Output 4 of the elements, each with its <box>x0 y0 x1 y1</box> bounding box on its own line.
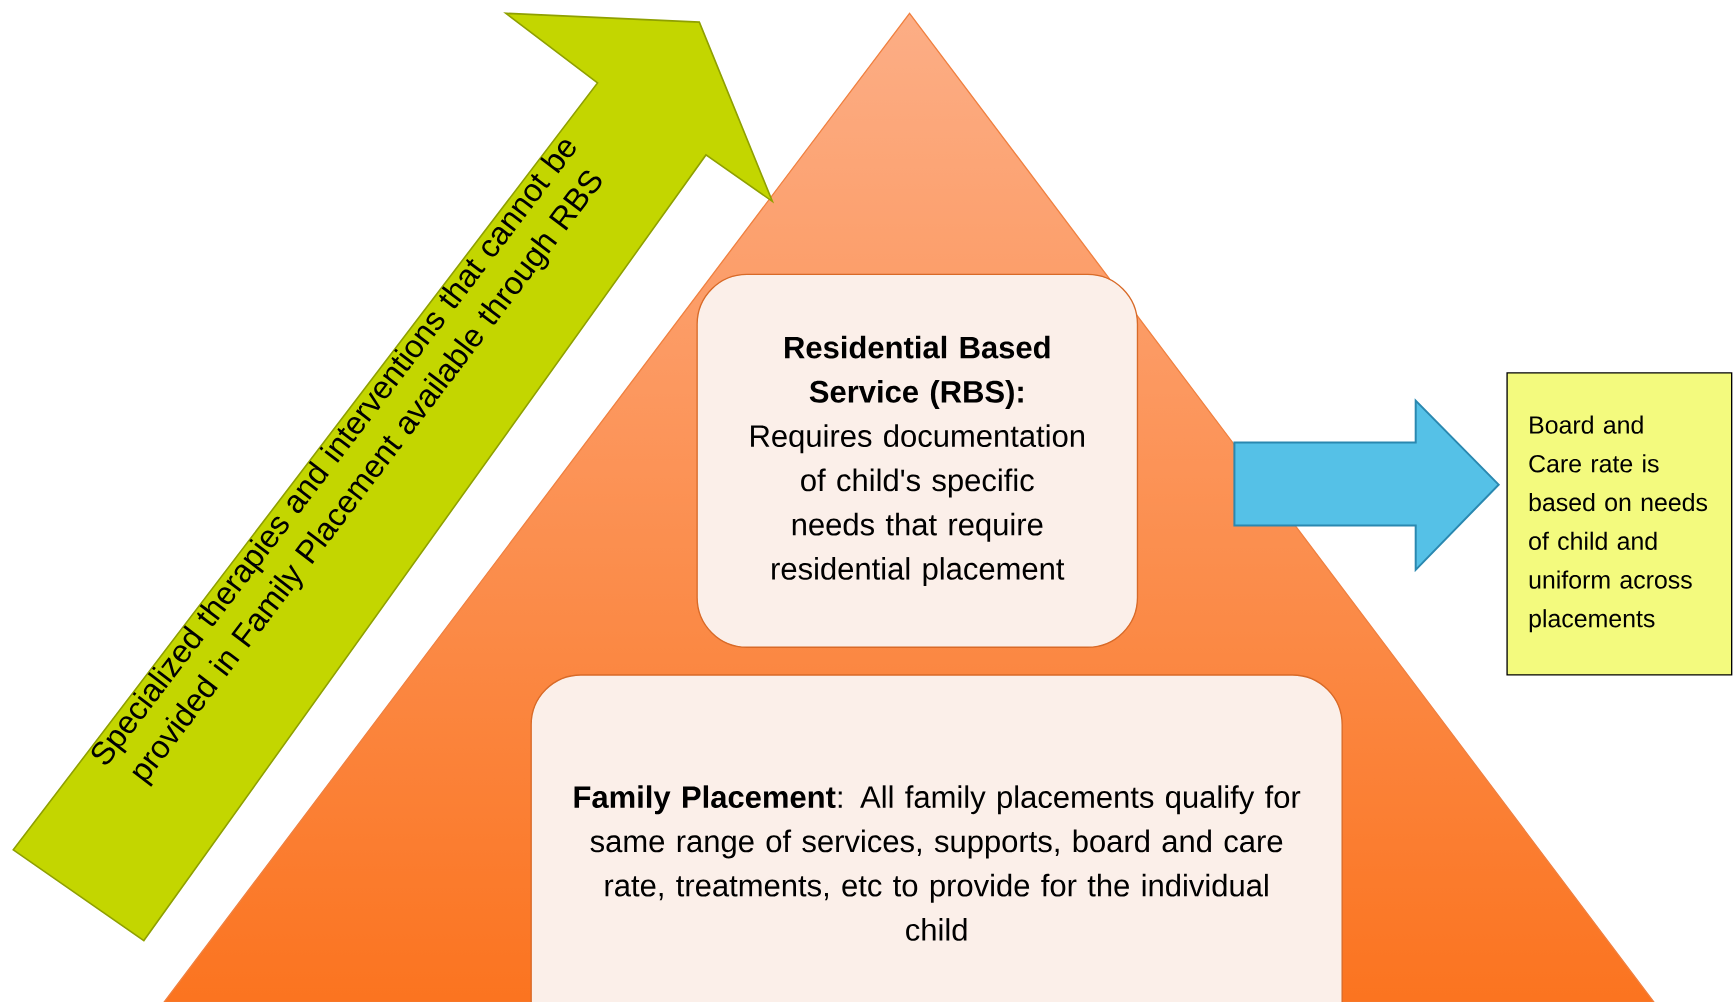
text-box: Family Placement: All family placements qualify for same range of services, supports, board and care rate, treatments, etc to provide for the individual child <box>530 674 1343 1002</box>
block-arrow <box>1233 397 1501 573</box>
note-box: Board and Care rate is based on needs of child and uniform across placements <box>1506 372 1733 676</box>
text-box: Residential Based Service (RBS): Requires documentation of child's specific needs that require residential placement <box>696 273 1139 648</box>
